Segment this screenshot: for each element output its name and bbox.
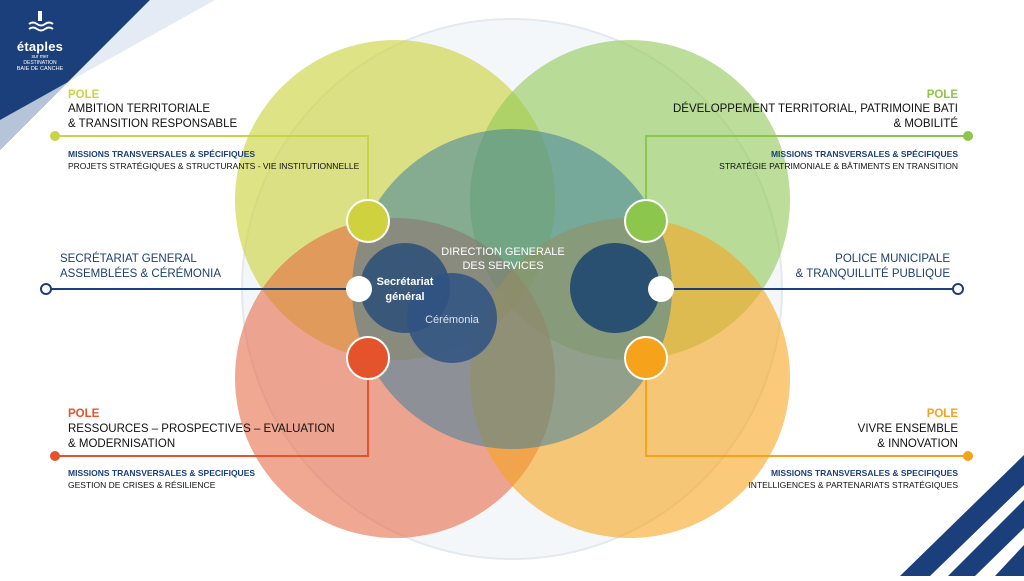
center-direction-line1: DIRECTION GENERALE [441,246,564,258]
node-ambition [346,199,390,243]
node-vivre-ensemble [624,336,668,380]
line-top-right [645,135,968,220]
missions-header-top-left: MISSIONS TRANSVERSALES & SPÉCIFIQUES [68,149,256,159]
line-bottom-left [55,358,369,457]
pole-title-top-left-line1: AMBITION TERRITORIALE [68,103,211,115]
dot-top-right [963,131,973,141]
pole-title-top-left-line2: & TRANSITION RESPONSABLE [68,118,238,130]
secretariat-label-line2: général [385,291,424,303]
lighthouse-wave-icon [28,11,54,32]
pole-title-bottom-left-line2: & MODERNISATION [68,438,176,450]
circle-police [570,243,660,333]
pole-label-bottom-left: POLE [68,408,100,420]
logo-brand: étaples [16,39,64,54]
circle-direction-generale [352,129,672,449]
circle-ceremonia [407,273,497,363]
pole-title-top-right-line2: & MOBILITÉ [893,118,958,130]
missions-header-top-right: MISSIONS TRANSVERSALES & SPÉCIFIQUES [770,149,958,159]
missions-text-top-right: STRATÉGIE PATRIMONIALE & BÂTIMENTS EN TR… [719,161,958,171]
secretariat-general-line2: ASSEMBLÉES & CÉRÉMONIA [60,268,222,280]
node-developpement [624,199,668,243]
missions-text-bottom-left: GESTION DE CRISES & RÉSILIENCE [68,480,216,490]
secretariat-general-line1: SECRÉTARIAT GENERAL [60,253,197,265]
pole-label-top-left: POLE [68,89,100,101]
pole-title-bottom-right-line1: VIVRE ENSEMBLE [857,423,958,435]
police-municipale-line2: & TRANQUILLITÉ PUBLIQUE [795,268,950,280]
missions-header-bottom-right: MISSIONS TRANSVERSALES & SPECIFIQUES [770,468,958,478]
missions-text-top-left: PROJETS STRATÉGIQUES & STRUCTURANTS - VI… [68,161,360,171]
ceremonia-label: Cérémonia [425,314,480,326]
pole-title-bottom-right-line2: & INNOVATION [877,438,958,450]
logo-sub: sur mer [31,54,49,60]
pole-title-top-right-line1: DÉVELOPPEMENT TERRITORIAL, PATRIMOINE BA… [672,103,958,115]
line-top-left [55,135,369,220]
dot-bottom-left [50,451,60,461]
police-municipale-line1: POLICE MUNICIPALE [835,253,950,265]
etaples-logo: étaples sur mer DESTINATION BAIE DE CANC… [12,10,68,72]
corner-bottom-right-stripes [900,455,1024,576]
dot-bottom-right [963,451,973,461]
logo-sub2: BAIE DE CANCHE [16,66,64,72]
connectors [46,135,968,457]
center-direction-line2: DES SERVICES [462,260,543,272]
dot-top-left [50,131,60,141]
pole-label-top-right: POLE [926,89,958,101]
node-ressources [346,336,390,380]
secretariat-label-line1: Secrétariat [377,276,434,288]
pole-label-bottom-right: POLE [926,408,958,420]
missions-header-bottom-left: MISSIONS TRANSVERSALES & SPECIFIQUES [68,468,256,478]
node-police [648,276,674,302]
node-secretariat [346,276,372,302]
missions-text-bottom-right: INTELLIGENCES & PARTENARIATS STRATÉGIQUE… [748,480,958,490]
dot-mid-left [40,283,52,295]
dot-mid-right [952,283,964,295]
logo-sub-small: DESTINATION [23,60,57,66]
pole-title-bottom-left-line1: RESSOURCES – PROSPECTIVES – EVALUATION [68,423,335,435]
line-bottom-right [645,358,968,457]
